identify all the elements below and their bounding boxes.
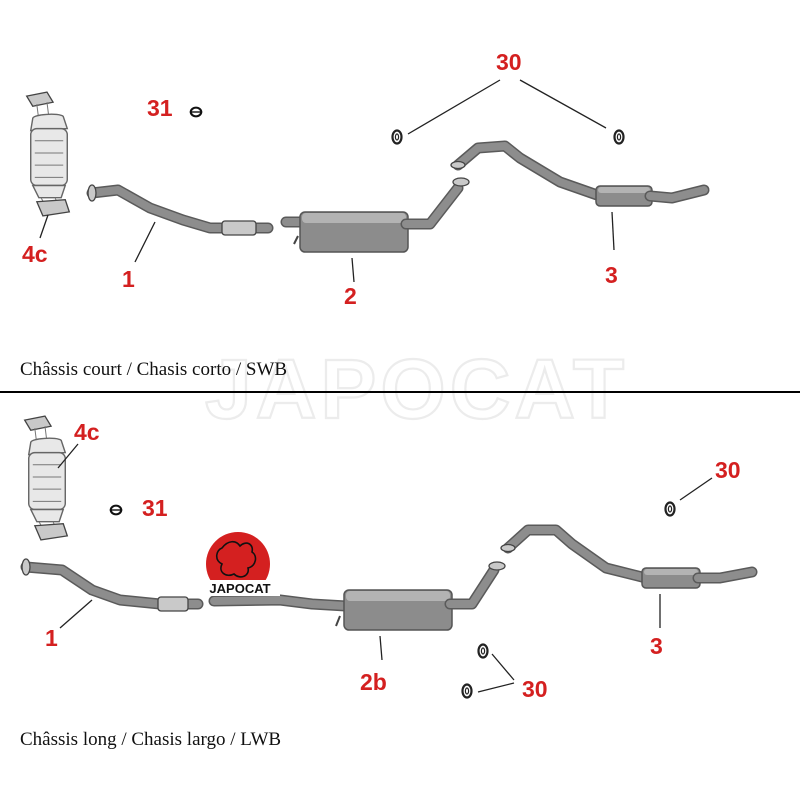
leader-3-swb [611, 211, 615, 251]
leader-1-swb [134, 221, 156, 263]
lwb-section: 4c 31 1 2b [20, 415, 758, 750]
watermark-text: JAPOCAT [205, 342, 628, 436]
label-30-top-lwb: 30 [715, 457, 741, 483]
leader-30b-swb [519, 79, 607, 129]
leader-30-top-lwb [679, 477, 713, 501]
leader-4c-lwb [57, 443, 79, 469]
rubber-mount-left-swb [391, 129, 403, 145]
japocat-logo: JAPOCAT [200, 532, 280, 596]
logo-text-bg [200, 580, 280, 596]
rubber-mount-upper-lwb [477, 643, 489, 659]
cat-mascot-icon [215, 540, 257, 578]
rubber-mount-lower-lwb [461, 683, 473, 699]
caption-swb: Châssis court / Chasis corto / SWB [20, 359, 287, 380]
rubber-mount-right-swb [613, 129, 625, 145]
label-3-lwb: 3 [650, 633, 663, 659]
leader-2b-lwb [379, 635, 383, 661]
swb-section: 4c 1 2 [20, 49, 710, 380]
label-2-swb: 2 [344, 283, 357, 309]
leader-2-swb [351, 257, 355, 283]
rear-silencer-swb [450, 140, 710, 207]
leader-30b-lwb [477, 682, 515, 693]
leader-30a-lwb [491, 653, 515, 681]
middle-silencer-swb [280, 177, 470, 253]
catalytic-converter-lwb [23, 415, 69, 541]
middle-silencer-lwb [208, 561, 506, 631]
leader-1-lwb [59, 599, 93, 629]
label-30-swb: 30 [496, 49, 522, 75]
label-2b-lwb: 2b [360, 669, 387, 695]
logo-text: JAPOCAT [209, 581, 270, 596]
label-3-swb: 3 [605, 262, 618, 288]
label-31-swb: 31 [147, 95, 173, 121]
leader-4c-swb [39, 214, 49, 239]
catalytic-converter-swb [25, 91, 71, 217]
front-pipe-lwb [20, 558, 204, 612]
label-31-lwb: 31 [142, 495, 168, 521]
caption-lwb: Châssis long / Chasis largo / LWB [20, 729, 281, 750]
rear-silencer-lwb [500, 524, 758, 589]
label-4c-swb: 4c [22, 241, 48, 267]
label-4c-lwb: 4c [74, 419, 100, 445]
label-30-bottom-lwb: 30 [522, 676, 548, 702]
label-1-swb: 1 [122, 266, 135, 292]
label-1-lwb: 1 [45, 625, 58, 651]
rubber-mount-top-lwb [664, 501, 676, 517]
clamp-icon-swb [188, 106, 204, 118]
leader-30a-swb [407, 79, 501, 135]
front-pipe-swb [86, 184, 274, 236]
clamp-icon-lwb [108, 504, 124, 516]
